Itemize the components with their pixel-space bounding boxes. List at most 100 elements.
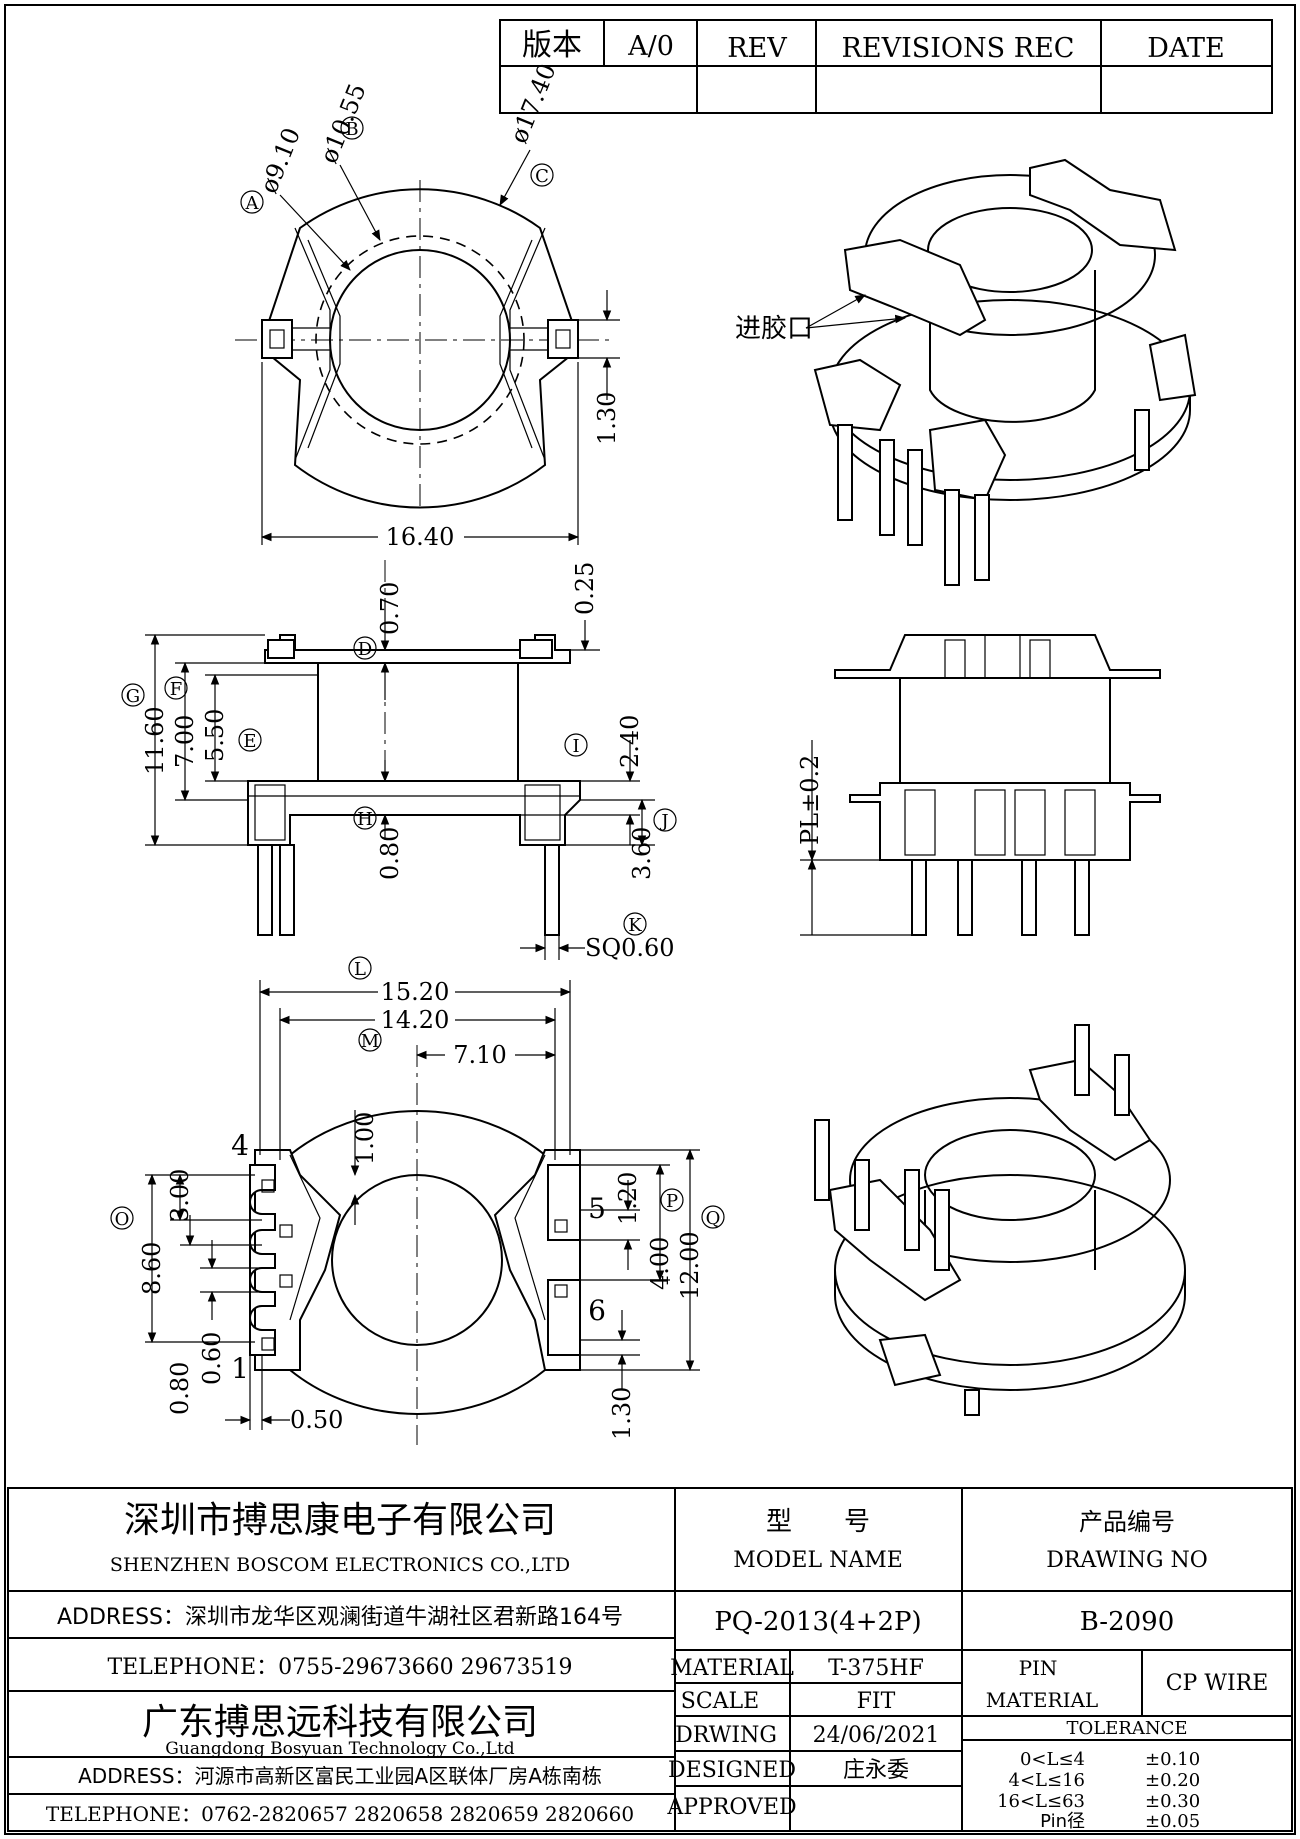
tolerance-range-4: Pin径 [1040, 1811, 1085, 1832]
dim-side-e: 5.50 [201, 709, 229, 762]
dim-top-pin-width: 1.30 [593, 392, 621, 445]
title-block: 深圳市搏思康电子有限公司 SHENZHEN BOSCOM ELECTRONICS… [7, 1487, 1293, 1832]
callout-q: Q [706, 1208, 721, 1229]
tolerance-label: TOLERANCE [1066, 1718, 1187, 1739]
drawing-label: DRWING [675, 1723, 777, 1748]
dim-side-h: 0.80 [376, 827, 404, 880]
callout-l: L [354, 959, 366, 980]
callout-f: F [170, 679, 183, 700]
bottom-view: 4 5 6 1 15.20 14.20 7.10 1.00 3.00 8.60 [138, 978, 704, 1445]
callout-d: D [358, 639, 372, 660]
callout-c: C [535, 166, 549, 187]
front-view: PL±0.2 [796, 634, 1161, 936]
dim-bottom-p: 1.20 [614, 1172, 642, 1225]
dim-bottom-q: 12.00 [676, 1231, 704, 1300]
pin-material-value: CP WIRE [1166, 1671, 1269, 1696]
tolerance-range-2: 4<L≤16 [1009, 1770, 1085, 1791]
dim-bottom-half: 7.10 [453, 1041, 506, 1069]
drawing-date: 24/06/2021 [813, 1723, 940, 1748]
dim-side-g: 11.60 [141, 706, 169, 775]
pin-material-label-2: MATERIAL [986, 1688, 1098, 1712]
isometric-view-top: 进胶口 [735, 158, 1197, 586]
scale-value: FIT [857, 1689, 896, 1714]
revision-records-label: REVISIONS REC [842, 33, 1075, 64]
company2-cn: 广东搏思远科技有限公司 [142, 1702, 538, 1743]
dim-front-pl: PL±0.2 [796, 755, 824, 845]
address-2: ADDRESS：河源市高新区富民工业园A区联体厂房A栋南栋 [78, 1764, 602, 1788]
callout-k: K [628, 915, 642, 936]
dim-bottom-pin-w: 0.80 [166, 1362, 194, 1415]
revision-block: 版本 A/0 REV REVISIONS REC DATE [499, 19, 1273, 114]
revision-version-label: 版本 [522, 28, 582, 63]
dim-phi-b: ø10.55 [315, 80, 372, 168]
drawing-no-value: B-2090 [1080, 1607, 1175, 1637]
dim-bottom-right-pin: 1.30 [608, 1387, 636, 1440]
dim-bottom-mid: 4.00 [646, 1237, 674, 1290]
dim-side-d: 0.70 [376, 582, 404, 635]
callouts-side: G F E D I H J K [121, 636, 677, 936]
drawing-no-label-cn: 产品编号 [1079, 1508, 1175, 1536]
isometric-view-bottom [814, 1024, 1186, 1416]
tolerance-value-3: ±0.30 [1145, 1791, 1200, 1812]
model-value: PQ-2013(4+2P) [714, 1607, 921, 1637]
iso-gate-label: 进胶口 [735, 314, 813, 344]
dim-bottom-pin-pitch: 0.60 [198, 1332, 226, 1385]
drawing-no-label-en: DRAWING NO [1046, 1548, 1208, 1573]
telephone-1: TELEPHONE：0755-29673660 29673519 [107, 1655, 572, 1680]
company2-en: Guangdong Bosyuan Technology Co.,Ltd [165, 1739, 515, 1759]
callout-e: E [243, 731, 256, 752]
tolerance-value-1: ±0.10 [1145, 1749, 1200, 1770]
callout-i: I [572, 736, 579, 757]
tolerance-range-1: 0<L≤4 [1020, 1749, 1085, 1770]
dim-bottom-o-pitch: 3.00 [166, 1169, 194, 1222]
revision-rev-label: REV [727, 33, 787, 64]
dim-side-f: 7.00 [171, 715, 199, 768]
telephone-2: TELEPHONE：0762-2820657 2820658 2820659 2… [46, 1802, 634, 1826]
dim-side-j: 3.60 [628, 827, 656, 880]
tolerance-value-2: ±0.20 [1145, 1770, 1200, 1791]
company-en: SHENZHEN BOSCOM ELECTRONICS CO.,LTD [110, 1554, 570, 1576]
callout-j: J [659, 811, 668, 832]
callout-h: H [357, 809, 373, 830]
model-label-en: MODEL NAME [733, 1548, 903, 1573]
dim-bottom-l: 15.20 [381, 978, 450, 1006]
tolerance-value-4: ±0.05 [1145, 1811, 1200, 1832]
approved-label: APPROVED [666, 1795, 796, 1820]
dim-bottom-m: 14.20 [381, 1006, 450, 1034]
callout-o: O [115, 1209, 130, 1230]
pin-material-label-1: PIN [1019, 1656, 1058, 1680]
callout-p: P [666, 1191, 678, 1212]
callout-b: B [345, 119, 358, 140]
dim-phi-a: ø9.10 [255, 124, 306, 197]
top-view: ø9.10 ø10.55 ø17.40 16.40 1.30 [235, 60, 621, 551]
callout-m: M [361, 1031, 379, 1052]
tolerance-range-3: 16<L≤63 [997, 1791, 1085, 1812]
dim-top-width: 16.40 [386, 523, 455, 551]
dim-side-i: 2.40 [616, 715, 644, 768]
dim-side-top-flange: 0.25 [571, 562, 599, 615]
pin-number-1: 1 [231, 1352, 249, 1385]
callout-a: A [245, 193, 260, 214]
model-label-cn: 型 号 [766, 1507, 870, 1537]
pin-number-6: 6 [588, 1294, 606, 1327]
dim-bottom-pin-dia: 0.50 [290, 1406, 343, 1434]
pin-number-4: 4 [231, 1129, 249, 1162]
dim-bottom-o: 8.60 [138, 1242, 166, 1295]
callout-g: G [126, 686, 140, 707]
callouts-bottom: L M O P Q [110, 956, 725, 1230]
drawing-border [4, 4, 1296, 1835]
designed-label: DESIGNED [668, 1758, 796, 1783]
side-view: 11.60 7.00 5.50 0.70 0.25 2.40 3.60 0.80 [141, 560, 675, 962]
revision-version-value: A/0 [627, 31, 674, 62]
company-cn: 深圳市搏思康电子有限公司 [124, 1500, 556, 1541]
pin-number-5: 5 [588, 1192, 606, 1225]
dim-phi-c: ø17.40 [505, 60, 562, 148]
designed-value: 庄永委 [843, 1758, 909, 1783]
dim-side-k: SQ0.60 [585, 934, 675, 962]
revision-date-label: DATE [1147, 33, 1224, 64]
scale-label: SCALE [681, 1689, 759, 1714]
material-label: MATERIAL [670, 1656, 794, 1681]
dim-bottom-wall: 1.00 [351, 1112, 379, 1165]
material-value: T-375HF [828, 1656, 924, 1681]
